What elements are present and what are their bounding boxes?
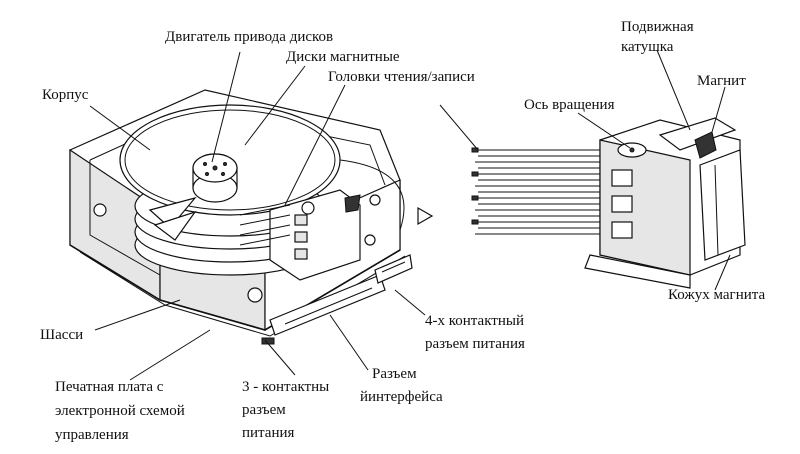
label-pwr4-2: разъем питания bbox=[425, 336, 525, 352]
label-iface-2: йинтерфейса bbox=[360, 389, 443, 405]
actuator-detail bbox=[471, 117, 746, 289]
connectors bbox=[261, 254, 413, 345]
leader-lines bbox=[89, 49, 731, 381]
label-pcb-1: Печатная плата с bbox=[55, 379, 164, 395]
rotation-arrow bbox=[339, 159, 405, 231]
actuator-assembly bbox=[239, 189, 361, 281]
label-pwr3-1: 3 - контактны bbox=[242, 379, 330, 395]
label-coil-1: Подвижная bbox=[621, 19, 694, 35]
label-chassis: Шасси bbox=[40, 327, 84, 343]
label-iface-1: Разъем bbox=[372, 366, 417, 382]
label-disks: Диски магнитные bbox=[286, 49, 400, 65]
label-heads: Головки чтения/записи bbox=[328, 69, 475, 85]
label-motor: Двигатель привода дисков bbox=[165, 29, 334, 45]
label-pwr3-3: питания bbox=[242, 425, 295, 441]
label-magnet-cover: Кожух магнита bbox=[668, 287, 766, 303]
arrow-head bbox=[417, 206, 434, 226]
label-pcb-2: электронной схемой bbox=[55, 403, 185, 419]
label-coil-2: катушка bbox=[621, 39, 674, 55]
label-pwr3-2: разъем bbox=[242, 402, 286, 418]
label-pcb-3: управления bbox=[55, 427, 129, 443]
label-housing: Корпус bbox=[42, 87, 89, 103]
label-magnet: Магнит bbox=[697, 73, 746, 89]
label-axis: Ось вращения bbox=[524, 97, 615, 113]
label-pwr4-1: 4-х контактный bbox=[425, 313, 524, 329]
